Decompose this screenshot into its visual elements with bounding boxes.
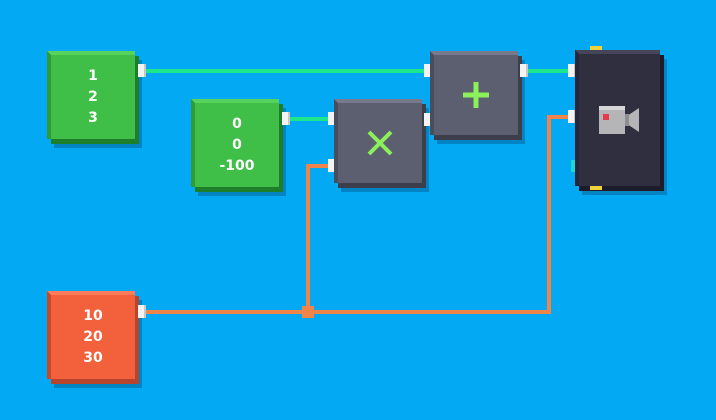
vector-b-output-port[interactable]: [282, 112, 290, 125]
vector-c-value-2: 20: [83, 329, 103, 345]
vector-a-output-port[interactable]: [138, 64, 146, 77]
vector-b-value-2: 0: [232, 137, 242, 153]
vector-node-b[interactable]: 0 0 -100: [191, 99, 279, 187]
vector-node-a[interactable]: 1 2 3: [47, 51, 135, 139]
camera-side-tab: [571, 160, 575, 172]
add-output-port[interactable]: [520, 64, 528, 77]
vector-node-c[interactable]: 10 20 30: [47, 291, 135, 379]
camera-node[interactable]: [575, 50, 660, 186]
vector-b-value-1: 0: [232, 116, 242, 132]
camera-top-tab: [590, 46, 602, 50]
camera-icon: [598, 106, 639, 134]
vector-c-value-3: 30: [83, 350, 103, 366]
add-node[interactable]: [430, 51, 518, 135]
vector-b-value-3: -100: [219, 158, 255, 174]
multiply-node[interactable]: [334, 99, 422, 183]
wire-junction: [302, 306, 314, 318]
vector-c-value-1: 10: [83, 308, 103, 324]
wire-vector-c-to-camera: [308, 115, 572, 314]
vector-a-value-2: 2: [88, 89, 98, 105]
camera-bottom-tab: [590, 186, 602, 190]
vector-a-value-1: 1: [88, 68, 98, 84]
vector-c-output-port[interactable]: [138, 305, 146, 318]
plus-icon: [463, 82, 489, 108]
multiply-icon: [367, 130, 393, 156]
wire-vector-c-to-multiply: [146, 164, 332, 314]
vector-a-value-3: 3: [88, 110, 98, 126]
